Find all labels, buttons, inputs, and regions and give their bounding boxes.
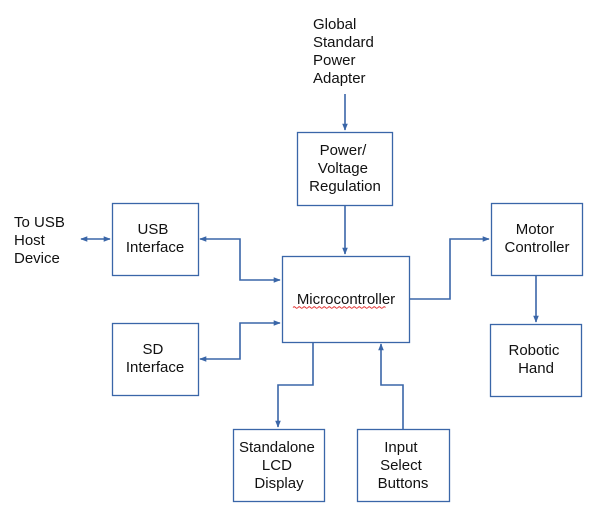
block-label-line: Robotic — [508, 342, 559, 359]
block-sd-interface-rect — [111, 322, 200, 397]
block-label-line: Hand — [518, 360, 554, 377]
usb-host-label-line: To USB — [14, 214, 65, 231]
usb-host-label-line: Host — [14, 232, 46, 249]
block-label-line: Interface — [126, 359, 184, 376]
block-microcontroller-rect — [281, 255, 411, 344]
block-label-line: Standalone — [239, 439, 315, 456]
arrow-sd-interface-to-microcontroller — [199, 320, 281, 362]
block-motor-controller-label: Motor Controller — [504, 221, 569, 256]
block-power-regulation-rect — [296, 131, 394, 207]
block-label-line: USB — [137, 221, 168, 238]
block-label-line: Select — [380, 457, 423, 474]
arrow-usb-interface-to-microcontroller — [199, 236, 281, 283]
block-label-line: Voltage — [318, 160, 368, 177]
power-adapter-label: Global Standard Power Adapter — [313, 16, 378, 87]
block-robotic-hand-label: Robotic Hand — [508, 342, 563, 377]
block-motor-controller[interactable]: Motor Controller — [490, 202, 584, 277]
block-lcd-display[interactable]: Standalone LCD Display — [232, 428, 326, 503]
power-adapter-label-line: Adapter — [313, 70, 366, 87]
block-lcd-display-rect — [232, 428, 326, 503]
spellcheck-underline — [292, 306, 386, 309]
block-label-line: Buttons — [378, 475, 429, 492]
arrow-input-to-microcontroller — [378, 343, 404, 429]
block-sd-interface[interactable]: SD Interface — [111, 322, 200, 397]
arrow-microcontroller-to-lcd — [275, 342, 314, 428]
block-sd-interface-label: SD Interface — [126, 341, 184, 376]
power-adapter-label-line: Standard — [313, 34, 374, 51]
block-robotic-hand-rect — [489, 323, 583, 398]
block-label-line: Motor — [516, 221, 554, 238]
block-label-line: Input — [384, 439, 418, 456]
block-power-regulation[interactable]: Power/ Voltage Regulation — [296, 131, 394, 207]
block-robotic-hand[interactable]: Robotic Hand — [489, 323, 583, 398]
arrow-microcontroller-to-motor — [410, 236, 490, 300]
block-input-buttons-label: Input Select Buttons — [378, 439, 429, 492]
block-microcontroller-label: Microcontroller — [297, 291, 395, 308]
usb-host-label-line: Device — [14, 250, 60, 267]
block-label-line: SD — [142, 341, 163, 358]
block-label-line: Power/ — [320, 142, 368, 159]
block-label-line: Regulation — [309, 178, 381, 195]
usb-host-label: To USB Host Device — [14, 214, 69, 267]
block-motor-controller-rect — [490, 202, 584, 277]
connectors — [80, 94, 539, 429]
block-power-regulation-label: Power/ Voltage Regulation — [309, 142, 381, 195]
power-adapter-label-line: Global — [313, 16, 356, 33]
block-label-line: Display — [254, 475, 304, 492]
block-usb-interface[interactable]: USB Interface — [111, 202, 200, 277]
block-label-line: LCD — [262, 457, 292, 474]
block-label-line: Interface — [126, 239, 184, 256]
block-usb-interface-rect — [111, 202, 200, 277]
block-input-buttons-rect — [356, 428, 451, 503]
block-lcd-display-label: Standalone LCD Display — [239, 439, 319, 492]
power-adapter-label-line: Power — [313, 52, 356, 69]
block-microcontroller[interactable]: Microcontroller — [281, 255, 411, 344]
block-usb-interface-label: USB Interface — [126, 221, 184, 256]
block-label-line: Controller — [504, 239, 569, 256]
block-input-buttons[interactable]: Input Select Buttons — [356, 428, 451, 503]
